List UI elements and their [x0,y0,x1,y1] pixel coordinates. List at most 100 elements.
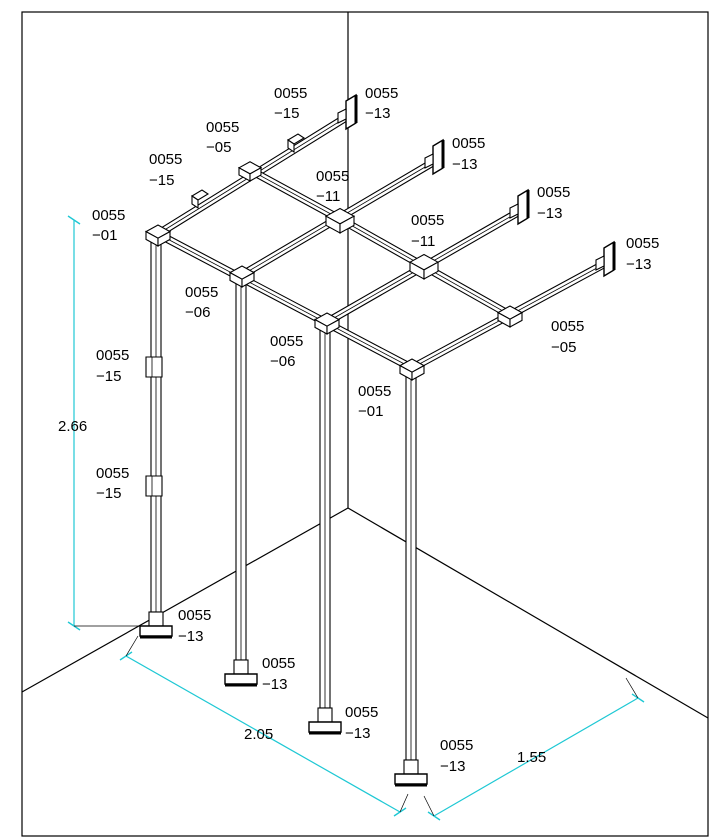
connectors [139,93,616,787]
tee-connector-upper-right-face [249,166,262,182]
label-wall-top-right: 0055 −13 [365,85,398,122]
post-front-corner-foot-sleeve [403,759,419,775]
label-code: 0055 [316,168,349,185]
label-code: 0055 [178,607,211,624]
cross-connector-2-right-face [423,261,439,280]
label-wall-mount-4: 0055 −13 [626,235,659,273]
post-clamp-2 [145,475,163,497]
length-extension-left [125,635,139,657]
clamp-upper-3-face [191,194,199,210]
corner-connector-back-right-face [157,230,171,247]
post-back-left-foot-sleeve [148,611,164,627]
label-code: 0055 [551,318,584,335]
length-extension-right [399,793,409,813]
label-code: 0055 [206,119,239,136]
front-beam-centerline [157,233,413,369]
label-mid-cross-2: 0055 −11 [411,212,444,250]
room-walls [21,11,709,837]
wall-plate-2-sleeve [424,153,434,169]
label-back-corner: 0055 −01 [92,207,125,244]
label-code: 0055 [411,212,444,229]
corner-connector-front-right-face [411,364,425,381]
label-suffix: −06 [185,304,210,321]
label-code: 0055 [537,184,570,201]
label-foot-1: 0055 −13 [178,607,211,645]
label-front-corner: 0055 −01 [358,383,391,420]
label-code: 0055 [270,333,303,350]
cross-connector-1-right-face [339,215,355,234]
dimension-lines [67,215,645,821]
label-code: 0055 [626,235,659,252]
label-suffix: −11 [411,233,435,250]
post-front-2-foot-plate [308,721,342,733]
depth-dimension: 1.55 [517,749,546,766]
depth-dimension-line [433,697,639,817]
label-code: 0055 [358,383,391,400]
depth-extension-right [625,677,639,699]
label-suffix: −11 [316,188,340,205]
label-right-tee: 0055 −05 [551,318,584,356]
label-wall-mount-3: 0055 −13 [537,184,570,222]
drawing-border [21,11,709,837]
post-clamp-1 [145,356,163,378]
label-foot-2: 0055 −13 [262,655,295,693]
label-front-tee-1: 0055 −06 [185,284,218,321]
length-dimension: 2.05 [244,726,273,743]
wall-plate-1-sleeve [337,108,347,124]
label-suffix: −05 [206,139,231,156]
post-front-corner-foot-plate [394,773,428,785]
label-code: 0055 [345,704,378,721]
label-wall-top-left: 0055 −15 [274,85,307,122]
label-upper-third: 0055 −15 [149,151,182,189]
label-mid-cross-1: 0055 −11 [316,168,349,205]
floor-left-edge [21,507,349,693]
label-code: 0055 [149,151,182,168]
label-suffix: −15 [96,485,121,502]
label-code: 0055 [365,85,398,102]
label-suffix: −13 [262,676,287,693]
height-tick-top [67,215,81,225]
label-suffix: −13 [178,628,203,645]
label-suffix: −13 [452,156,477,173]
label-suffix: −15 [274,105,299,122]
label-foot-4: 0055 −13 [440,737,473,775]
height-dimension: 2.66 [58,418,87,435]
label-suffix: −13 [626,256,651,273]
label-suffix: −15 [149,172,174,189]
floor-right-edge [347,507,709,719]
label-code: 0055 [452,135,485,152]
label-wall-mount-2: 0055 −13 [452,135,485,173]
dimension-texts: 2.66 2.05 1.55 [58,418,546,766]
label-suffix: −13 [345,725,370,742]
label-code: 0055 [185,284,218,301]
length-dimension-line [125,655,401,813]
label-code: 0055 [96,347,129,364]
post-front-1-foot-sleeve [233,659,249,675]
clamp-upper-1-face [287,138,295,154]
tee-connector-right-right-face [509,311,523,328]
label-suffix: −13 [440,758,465,775]
label-suffix: −13 [365,105,390,122]
label-suffix: −05 [551,339,576,356]
label-suffix: −01 [358,403,383,420]
tee-connector-2-right-face [326,318,340,335]
label-post-clamp-lower: 0055 −15 [96,465,129,502]
label-front-tee-2: 0055 −06 [270,333,303,370]
post-front-2-foot-sleeve [317,707,333,723]
label-foot-3: 0055 −13 [345,704,378,742]
part-labels: 0055 −15 0055 −13 0055 −05 0055 −15 0055… [92,85,659,775]
label-suffix: −01 [92,227,117,244]
post-front-1-foot-plate [224,673,258,685]
depth-extension-left [423,795,435,817]
label-suffix: −13 [537,205,562,222]
label-upper-second: 0055 −05 [206,119,239,156]
tee-connector-1-right-face [241,271,255,288]
inner-beam-1-centerline [249,169,341,220]
label-code: 0055 [262,655,295,672]
wall-plate-4-sleeve [595,255,605,271]
label-suffix: −06 [270,353,295,370]
label-code: 0055 [92,207,125,224]
label-code: 0055 [440,737,473,754]
